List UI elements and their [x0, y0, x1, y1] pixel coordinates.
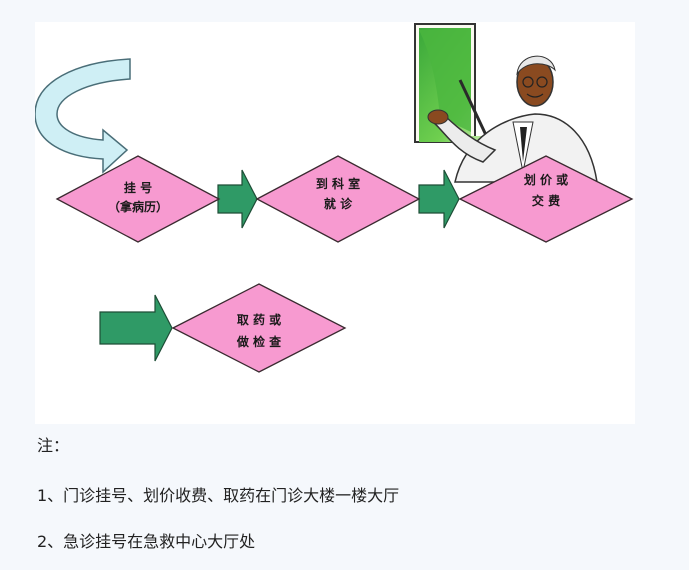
notes-title: 注： [37, 436, 70, 455]
flowchart-svg: 挂 号 （拿病历） 到 科 室 就 诊 划 价 或 交 费 取 药 或 做 检 … [35, 23, 634, 373]
node-department: 到 科 室 就 诊 [255, 155, 421, 243]
node-pharmacy: 取 药 或 做 检 查 [171, 283, 347, 373]
teacher-illustration [414, 23, 598, 183]
note-item-1: 1、门诊挂号、划价收费、取药在门诊大楼一楼大厅 [37, 486, 400, 505]
node-department-line2: 就 诊 [324, 196, 353, 211]
node-register-line1: 挂 号 [124, 180, 152, 195]
flow-arrow-3 [99, 294, 173, 362]
note-item-2: 2、急诊挂号在急救中心大厅处 [37, 532, 256, 551]
curved-entry-arrow [35, 58, 131, 174]
node-register-line2: （拿病历） [108, 199, 168, 214]
node-billing: 划 价 或 交 费 [458, 155, 634, 243]
node-register: 挂 号 （拿病历） [55, 155, 221, 243]
node-billing-line1: 划 价 或 [524, 172, 568, 187]
node-pharmacy-line1: 取 药 或 [237, 312, 281, 327]
node-pharmacy-line2: 做 检 查 [236, 334, 282, 349]
node-billing-line2: 交 费 [532, 193, 560, 208]
flowchart-panel: 挂 号 （拿病历） 到 科 室 就 诊 划 价 或 交 费 取 药 或 做 检 … [35, 22, 635, 424]
flow-arrow-1 [217, 169, 258, 229]
flow-arrow-2 [418, 169, 460, 229]
node-department-line1: 到 科 室 [316, 176, 360, 191]
